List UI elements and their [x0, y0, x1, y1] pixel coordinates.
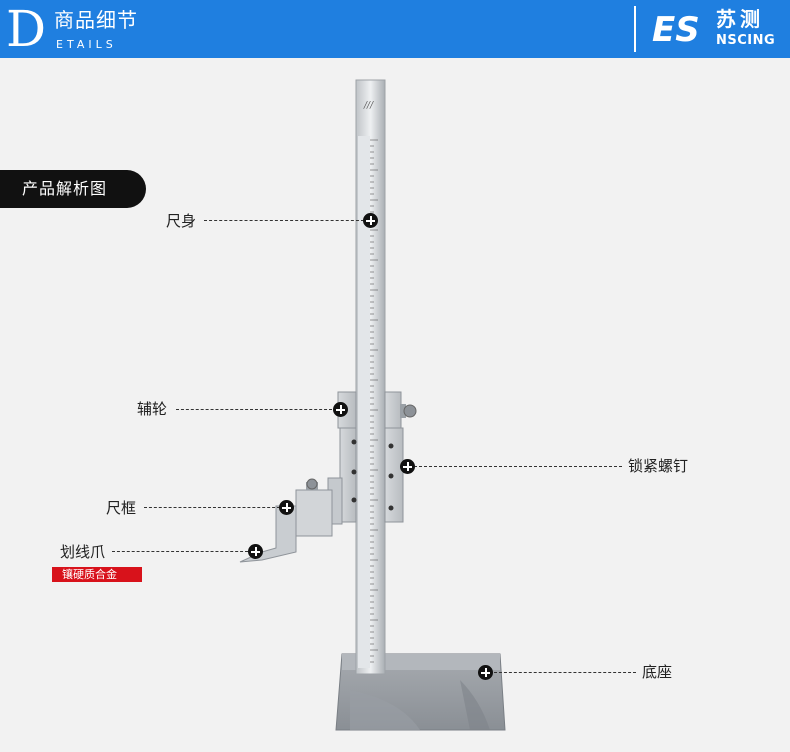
- svg-text:///: ///: [363, 101, 374, 111]
- ruler-ticks: [370, 139, 378, 663]
- callout-marker-frame-icon[interactable]: [279, 500, 294, 515]
- header-big-letter: D: [6, 0, 47, 58]
- brand-logo-mark: ES: [652, 10, 700, 48]
- callout-label-fine-wheel: 辅轮: [137, 400, 168, 418]
- slider-frame: [239, 391, 417, 563]
- callout-marker-fine-wheel-icon[interactable]: [333, 402, 348, 417]
- section-title: 产品解析图: [22, 179, 108, 198]
- callout-leader-lock-screw: [414, 466, 622, 467]
- callout-label-lock-screw: 锁紧螺钉: [628, 457, 689, 475]
- callout-leader-frame: [144, 507, 280, 508]
- brand-logo-icon: ES: [652, 10, 700, 48]
- callout-label-ruler-body: 尺身: [166, 212, 197, 230]
- callout-leader-scriber: [112, 551, 248, 552]
- brand-name-cn: 苏测: [716, 7, 764, 31]
- header-subtitle: ETAILS: [56, 38, 117, 51]
- callout-marker-ruler-body-icon[interactable]: [363, 213, 378, 228]
- section-title-pill: 产品解析图: [0, 170, 146, 208]
- ruler-beam: ///: [355, 79, 386, 675]
- callout-marker-lock-screw-icon[interactable]: [400, 459, 415, 474]
- scriber-material-text: 镶硬质合金: [62, 568, 117, 581]
- callout-leader-fine-wheel: [176, 409, 332, 410]
- callout-label-scriber: 划线爪: [60, 543, 106, 561]
- header-bar: D 商品细节 ETAILS ES 苏测 NSCING: [0, 0, 790, 58]
- callout-leader-ruler-body: [204, 220, 364, 221]
- callout-leader-base: [494, 672, 636, 673]
- header-divider: [634, 6, 636, 52]
- callout-marker-base-icon[interactable]: [478, 665, 493, 680]
- brand-name-en: NSCING: [716, 33, 776, 48]
- scriber-material-badge: 镶硬质合金: [52, 567, 142, 582]
- header-title: 商品细节: [54, 8, 138, 32]
- callout-label-base: 底座: [642, 663, 673, 681]
- callout-label-frame: 尺框: [106, 499, 137, 517]
- callout-marker-scriber-icon[interactable]: [248, 544, 263, 559]
